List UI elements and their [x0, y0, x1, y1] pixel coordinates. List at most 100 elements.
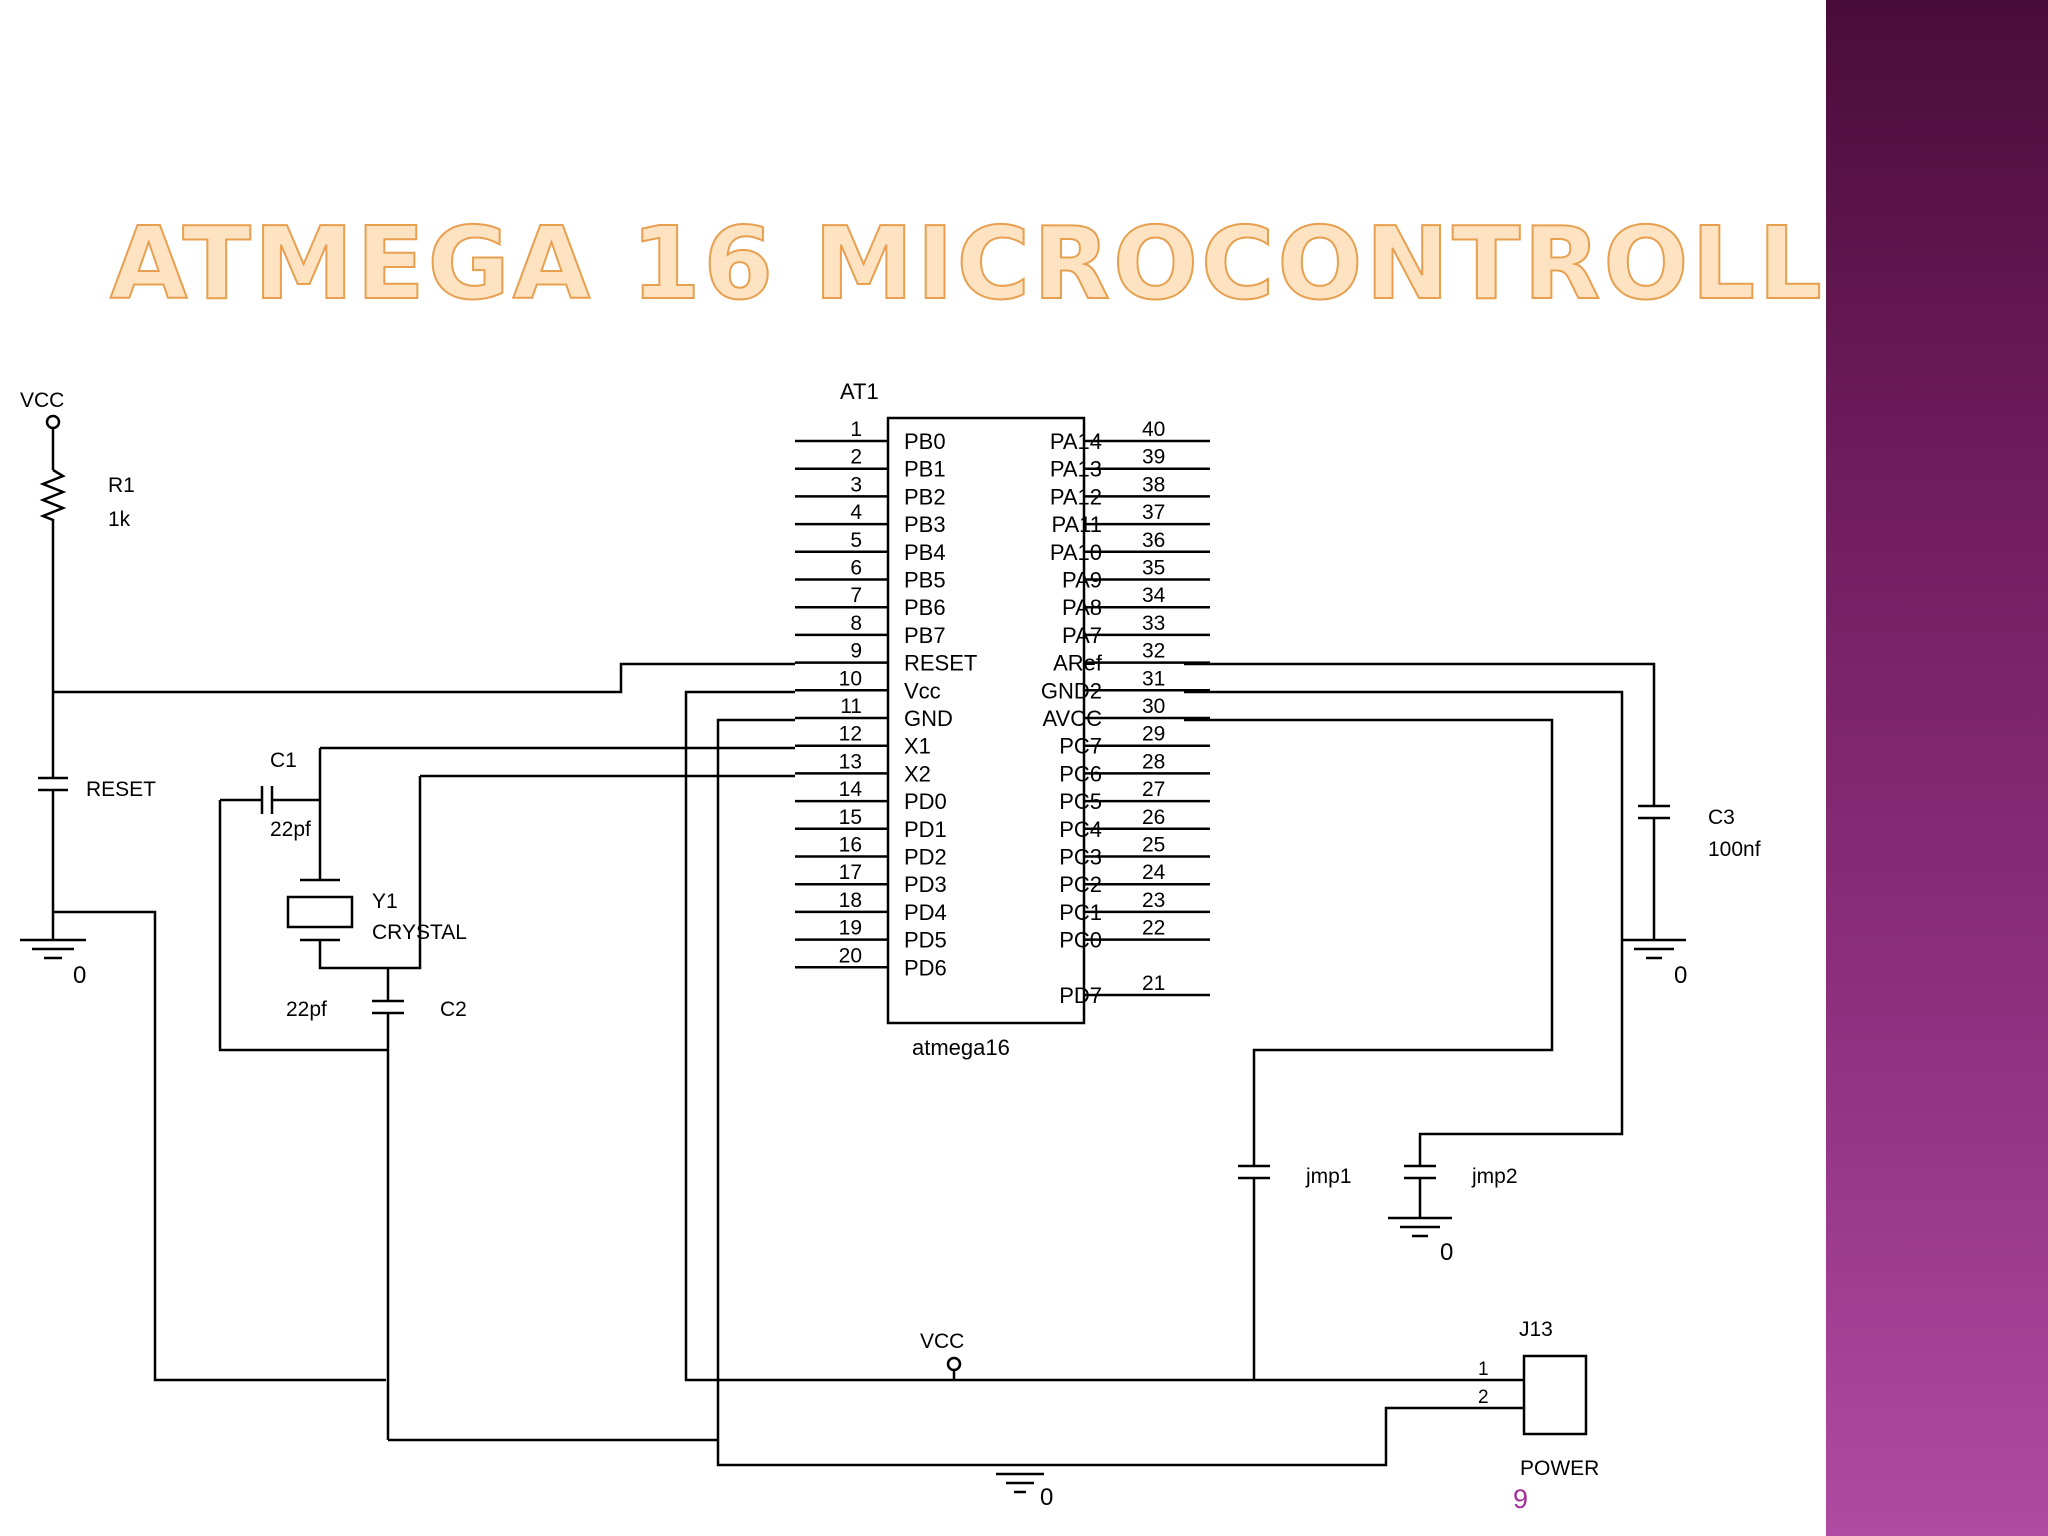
left-pin-number: 17: [839, 861, 862, 884]
chip-part: atmega16: [912, 1035, 1010, 1060]
right-pin-name: AVCC: [1043, 706, 1103, 731]
left-pin-number: 3: [850, 473, 862, 496]
vcc-top-terminal: [45, 414, 61, 430]
ground-right-symbol: 0: [1622, 938, 1687, 989]
left-pin-name: PD0: [904, 789, 947, 814]
left-pin-number: 1: [850, 418, 862, 441]
right-pin-number: 39: [1142, 446, 1165, 469]
right-pin-name: PD7: [1059, 983, 1102, 1008]
slide-title: ATMEGA 16 MICROCONTROLLER: [109, 204, 1977, 323]
capacitor-c2: [372, 968, 404, 1440]
c3-ref: C3: [1708, 806, 1735, 829]
left-pin-number: 20: [839, 944, 862, 967]
left-pin-number: 12: [839, 723, 862, 746]
wire-reset: [53, 662, 795, 694]
left-pin-name: X1: [904, 734, 931, 759]
right-pin-name: PC1: [1059, 900, 1102, 925]
resistor-r1: [39, 468, 67, 778]
j13-pin2: 2: [1478, 1387, 1489, 1408]
right-pin-name: PC5: [1059, 789, 1102, 814]
j13-pin1: 1: [1478, 1359, 1489, 1380]
r1-value: 1k: [108, 508, 131, 531]
left-pin-number: 15: [839, 806, 862, 829]
ground-bottom-symbol: 0: [996, 1472, 1053, 1511]
right-pin-number: 29: [1142, 723, 1165, 746]
vcc-bottom-symbol: VCC: [920, 1330, 964, 1380]
right-pin-name: PC7: [1059, 734, 1102, 759]
left-pin-name: PB0: [904, 429, 946, 454]
reset-switch: [38, 776, 68, 912]
wire-x2-node: [318, 776, 422, 970]
left-pin-name: PD5: [904, 928, 947, 953]
left-pin-name: PB7: [904, 623, 946, 648]
left-pin-number: 10: [839, 667, 862, 690]
chip-ref: AT1: [840, 379, 879, 404]
right-pin-name: PC3: [1059, 845, 1102, 870]
c3-value: 100nf: [1708, 838, 1761, 861]
right-pin-number: 24: [1142, 861, 1166, 884]
right-pin-number: 25: [1142, 834, 1165, 857]
y1-value: CRYSTAL: [372, 921, 467, 944]
gnd-left-label: 0: [73, 962, 86, 989]
left-pin-number: 8: [850, 612, 862, 635]
vcc-top-symbol: VCC: [20, 389, 64, 430]
right-pin-number: 40: [1142, 418, 1165, 441]
left-pin-name: PB2: [904, 484, 946, 509]
right-pin-number: 30: [1142, 695, 1165, 718]
capacitor-c1: [220, 786, 320, 814]
right-pin-name: ARef: [1053, 651, 1103, 676]
jmp1-label: jmp1: [1305, 1165, 1352, 1188]
left-pin-number: 9: [850, 640, 862, 663]
right-pin-number: 27: [1142, 778, 1165, 801]
j13-connector: [1522, 1354, 1588, 1436]
left-pin-name: PB3: [904, 512, 946, 537]
y1-ref: Y1: [372, 890, 398, 913]
right-pin-number: 22: [1142, 917, 1165, 940]
right-pin-name: PA13: [1050, 457, 1102, 482]
left-pin-number: 11: [840, 695, 862, 718]
right-pin-name: PA8: [1062, 595, 1102, 620]
right-pin-number: 34: [1142, 584, 1166, 607]
crystal-y1: [286, 878, 354, 942]
wire-aref-c3: [1184, 662, 1670, 940]
right-pin-name: PA9: [1062, 568, 1102, 593]
gnd-bottom-label: 0: [1040, 1484, 1053, 1511]
wire-gnd2-jmp2: [1184, 690, 1624, 1218]
c2-value: 22pf: [286, 998, 327, 1021]
right-pin-number: 28: [1142, 750, 1165, 773]
reset-label: RESET: [86, 778, 156, 801]
left-pin-name: PD4: [904, 900, 947, 925]
right-pin-number: 26: [1142, 806, 1165, 829]
left-pin-number: 18: [839, 889, 862, 912]
left-pin-name: GND: [904, 706, 953, 731]
left-pin-name: PD3: [904, 872, 947, 897]
right-pin-name: PC4: [1059, 817, 1102, 842]
wire-vcc-net: [684, 690, 1524, 1382]
ground-jmp2-symbol: 0: [1388, 1216, 1453, 1266]
c1-ref: C1: [270, 749, 297, 772]
right-pin-number: 32: [1142, 640, 1165, 663]
left-pin-name: RESET: [904, 651, 977, 676]
right-pin-name: PC2: [1059, 872, 1102, 897]
right-pin-number: 36: [1142, 529, 1165, 552]
right-pin-name: PA12: [1050, 484, 1102, 509]
left-pin-name: PB6: [904, 595, 946, 620]
j13-ref: J13: [1519, 1318, 1553, 1341]
left-pin-number: 5: [850, 529, 862, 552]
right-pin-number: 35: [1142, 557, 1165, 580]
left-pin-name: PB4: [904, 540, 946, 565]
left-pin-name: PB5: [904, 568, 946, 593]
left-pin-name: X2: [904, 761, 931, 786]
wire-avcc-jmp1: [1184, 718, 1554, 1380]
gnd-jmp-label: 0: [1440, 1239, 1453, 1266]
right-pin-name: PC6: [1059, 761, 1102, 786]
c1-value: 22pf: [270, 818, 311, 841]
slide: ATMEGA 16 MICROCONTROLLER AT1 atmega16 1…: [20, 204, 1977, 1514]
left-pin-name: Vcc: [904, 678, 941, 703]
left-pin-number: 7: [850, 584, 862, 607]
wire-gnd-net: [716, 718, 1524, 1467]
right-pin-group: 40PA1439PA1338PA1237PA1136PA1035PA934PA8…: [1041, 418, 1210, 1008]
left-pin-name: PD2: [904, 845, 947, 870]
